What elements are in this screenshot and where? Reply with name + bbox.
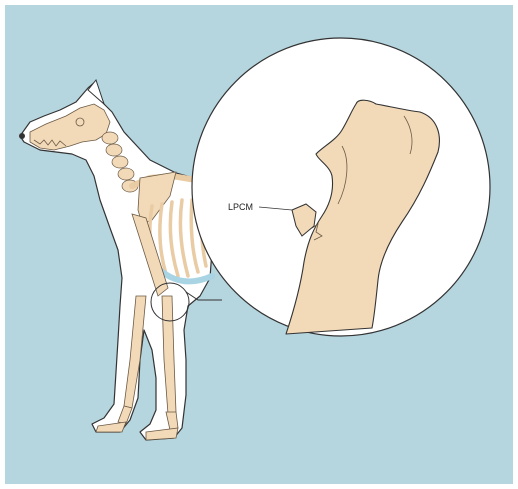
lpcm-label: LPCM: [228, 202, 253, 212]
magnified-detail: LPCM: [192, 38, 490, 336]
nose: [19, 133, 25, 139]
